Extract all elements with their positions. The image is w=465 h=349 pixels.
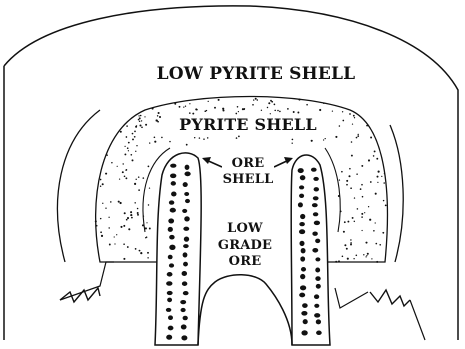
label-low-grade-ore-line1: LOW <box>227 221 263 236</box>
label-ore-shell-line2: SHELL <box>223 172 274 187</box>
left-broken-edge <box>60 288 100 302</box>
label-pyrite-shell: PYRITE SHELL <box>179 115 317 134</box>
ore-shell-left-band <box>155 153 201 345</box>
left-inner-arc <box>58 110 100 262</box>
label-low-grade-ore-line2: GRADE <box>218 238 272 253</box>
right-broken-wedge <box>335 288 368 308</box>
ore-shell-right-band <box>291 155 330 345</box>
right-inner-arc <box>390 125 403 262</box>
pyrite-inner-right-arc <box>325 148 340 232</box>
right-lower-line <box>410 300 425 340</box>
right-broken-edge <box>370 290 410 306</box>
label-low-pyrite-shell: LOW PYRITE SHELL <box>157 64 356 84</box>
label-low-grade-ore-line3: ORE <box>229 254 262 269</box>
label-ore-shell-line1: ORE <box>232 156 265 171</box>
